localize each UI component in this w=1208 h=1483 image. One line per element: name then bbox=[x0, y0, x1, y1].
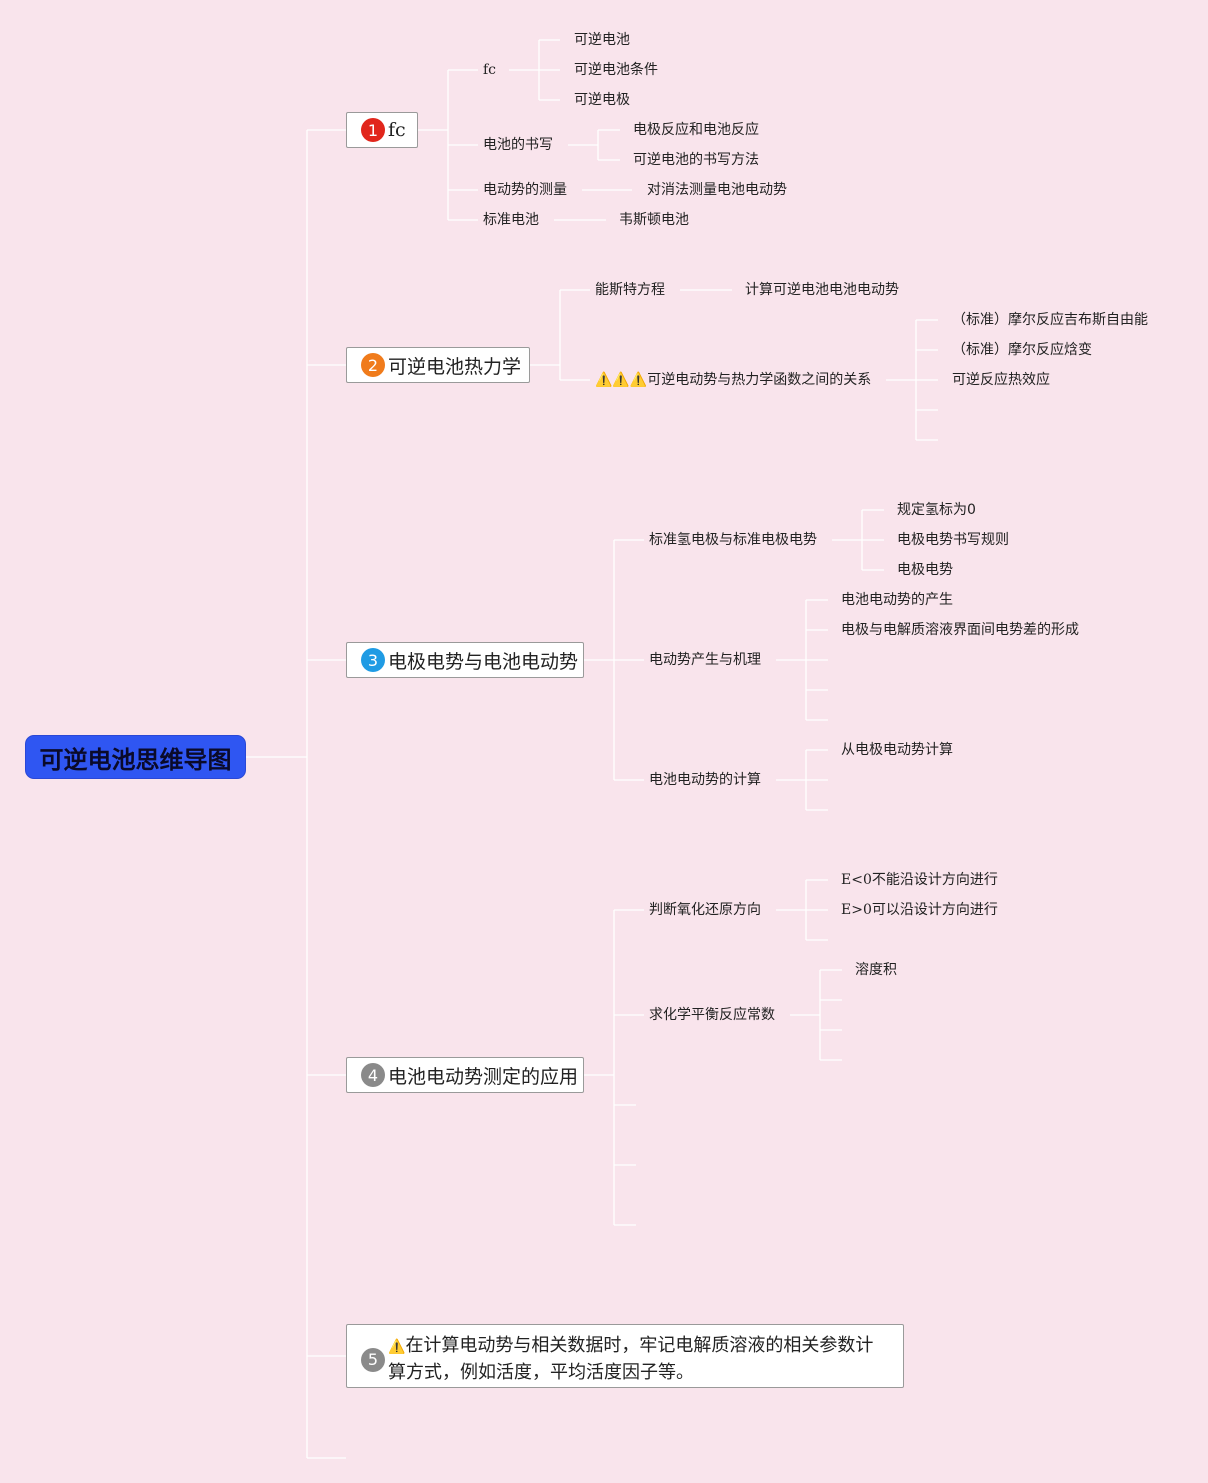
topic-2[interactable]: 2 可逆电池热力学 bbox=[346, 347, 530, 383]
subtopic-emf-calculation[interactable]: 电池电动势的计算 bbox=[649, 772, 761, 788]
subtopic-emf-measurement[interactable]: 电动势的测量 bbox=[483, 182, 567, 198]
leaf-notation-method[interactable]: 可逆电池的书写方法 bbox=[633, 152, 759, 168]
leaf-electrode-reaction[interactable]: 电极反应和电池反应 bbox=[633, 122, 759, 138]
topic-3-label: 电极电势与电池电动势 bbox=[388, 650, 579, 673]
topic-2-label: 可逆电池热力学 bbox=[388, 355, 522, 378]
subtopic-equilibrium-constant[interactable]: 求化学平衡反应常数 bbox=[649, 1007, 775, 1023]
topic-5-label: 在计算电动势与相关数据时，牢记电解质溶液的相关参数计算方式，例如活度，平均活度因… bbox=[388, 1335, 874, 1383]
warning-icon: ⚠️ bbox=[388, 1339, 406, 1355]
leaf-reaction-heat[interactable]: 可逆反应热效应 bbox=[952, 372, 1050, 388]
topic-5-text: ⚠️在计算电动势与相关数据时，牢记电解质溶液的相关参数计算方式，例如活度，平均活… bbox=[388, 1333, 889, 1386]
topic-4-label: 电池电动势测定的应用 bbox=[388, 1065, 579, 1088]
leaf-emf-origin[interactable]: 电池电动势的产生 bbox=[841, 592, 953, 608]
subtopic-standard-hydrogen-electrode[interactable]: 标准氢电极与标准电极电势 bbox=[649, 532, 817, 548]
subtopic-standard-cell[interactable]: 标准电池 bbox=[483, 212, 539, 228]
root-topic[interactable]: 可逆电池思维导图 bbox=[25, 735, 246, 779]
subtopic-emf-thermo-label: 可逆电动势与热力学函数之间的关系 bbox=[647, 372, 872, 388]
topic-3[interactable]: 3 电极电势与电池电动势 bbox=[346, 642, 584, 678]
leaf-reversible-cell[interactable]: 可逆电池 bbox=[574, 32, 630, 48]
leaf-electrode-potential[interactable]: 电极电势 bbox=[897, 562, 953, 578]
topic-5[interactable]: 5 ⚠️在计算电动势与相关数据时，牢记电解质溶液的相关参数计算方式，例如活度，平… bbox=[346, 1324, 904, 1388]
number-badge-2: 2 bbox=[361, 353, 385, 377]
subtopic-emf-thermo-relation[interactable]: ⚠️⚠️⚠️可逆电动势与热力学函数之间的关系 bbox=[595, 371, 871, 389]
leaf-solubility-product[interactable]: 溶度积 bbox=[855, 962, 897, 978]
subtopic-fc[interactable]: fc bbox=[483, 62, 497, 78]
number-badge-1: 1 bbox=[361, 118, 385, 142]
leaf-reversible-cell-condition[interactable]: 可逆电池条件 bbox=[574, 62, 658, 78]
subtopic-emf-mechanism[interactable]: 电动势产生与机理 bbox=[649, 652, 761, 668]
leaf-interface-potential[interactable]: 电极与电解质溶液界面间电势差的形成 bbox=[841, 622, 1079, 638]
number-badge-5: 5 bbox=[361, 1347, 385, 1372]
leaf-e-positive[interactable]: E>0可以沿设计方向进行 bbox=[841, 902, 998, 918]
leaf-weston-cell[interactable]: 韦斯顿电池 bbox=[619, 212, 689, 228]
leaf-hydrogen-zero[interactable]: 规定氢标为0 bbox=[897, 502, 976, 518]
root-title: 可逆电池思维导图 bbox=[39, 745, 232, 774]
subtopic-cell-notation[interactable]: 电池的书写 bbox=[483, 137, 553, 153]
leaf-compensation-method[interactable]: 对消法测量电池电动势 bbox=[647, 182, 787, 198]
leaf-enthalpy-change[interactable]: （标准）摩尔反应焓变 bbox=[952, 342, 1092, 358]
number-badge-3: 3 bbox=[361, 648, 385, 672]
leaf-from-electrode-potential[interactable]: 从电极电动势计算 bbox=[841, 742, 953, 758]
topic-4[interactable]: 4 电池电动势测定的应用 bbox=[346, 1057, 584, 1093]
topic-1[interactable]: 1 fc bbox=[346, 112, 418, 148]
leaf-gibbs-energy[interactable]: （标准）摩尔反应吉布斯自由能 bbox=[952, 312, 1148, 328]
leaf-e-negative[interactable]: E<0不能沿设计方向进行 bbox=[841, 872, 998, 888]
leaf-potential-notation-rule[interactable]: 电极电势书写规则 bbox=[897, 532, 1009, 548]
leaf-reversible-electrode[interactable]: 可逆电极 bbox=[574, 92, 630, 108]
warning-icon: ⚠️⚠️⚠️ bbox=[595, 372, 648, 388]
subtopic-redox-direction[interactable]: 判断氧化还原方向 bbox=[649, 902, 761, 918]
number-badge-4: 4 bbox=[361, 1063, 385, 1087]
topic-1-label: fc bbox=[388, 119, 406, 141]
leaf-compute-emf[interactable]: 计算可逆电池电池电动势 bbox=[745, 282, 899, 298]
subtopic-nernst-equation[interactable]: 能斯特方程 bbox=[595, 282, 665, 298]
